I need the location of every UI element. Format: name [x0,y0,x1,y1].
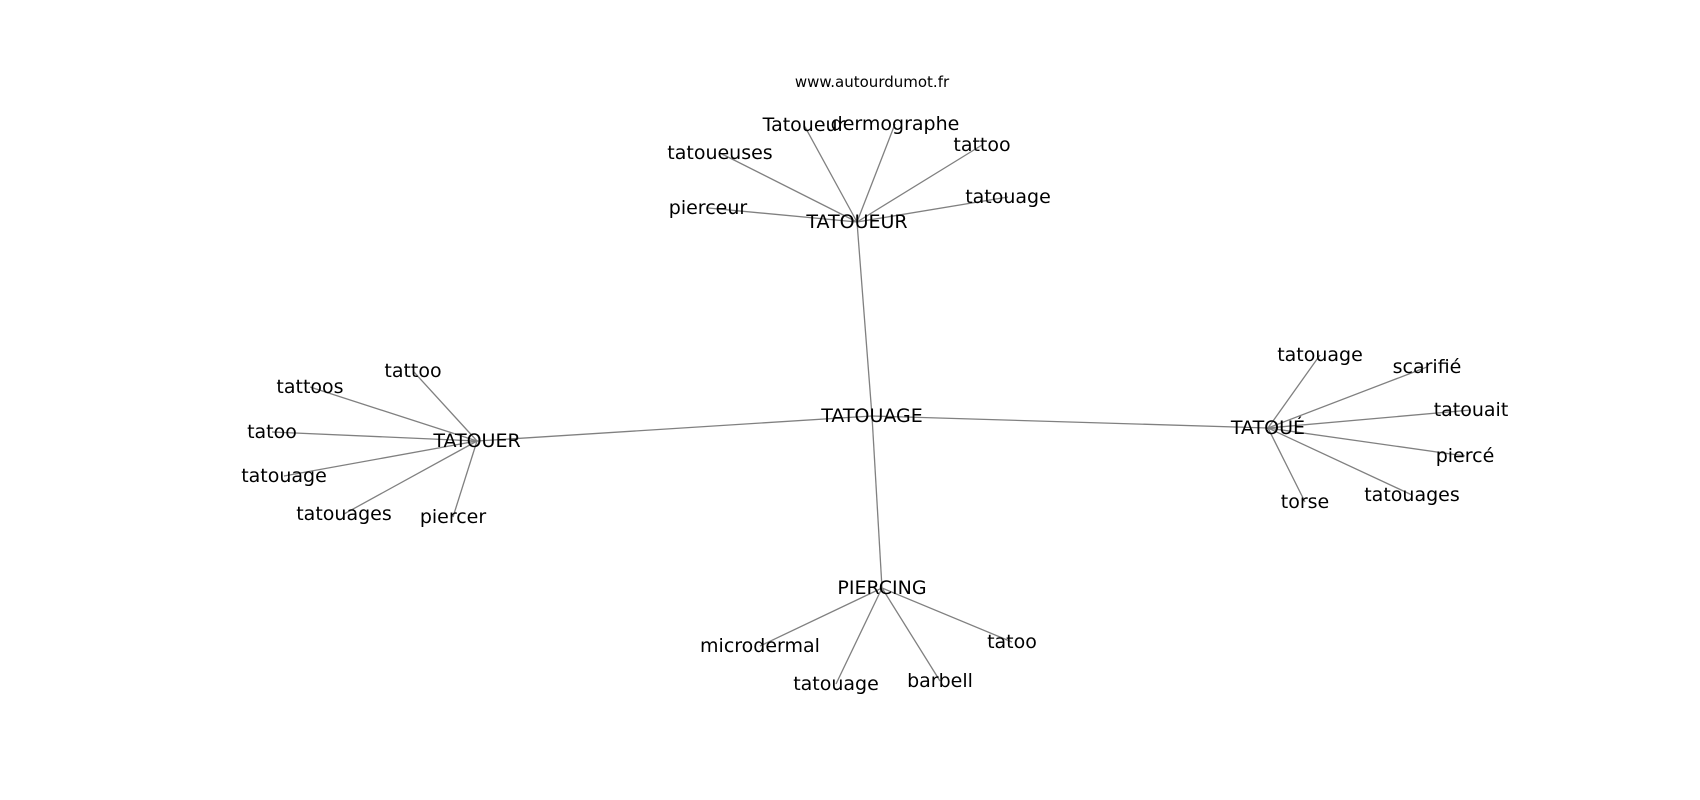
edge-tatouer_h-tr3 [271,431,478,442]
edge-tatoue_h-te2 [1267,366,1428,429]
leaf-node-pi4: barbell [907,670,973,692]
edge-tatouer_h-tr4 [283,440,478,477]
edge-tatoueur_h-tu6 [707,207,858,223]
edge-piercing_h-pi1 [759,587,883,647]
leaf-node-tr4: tatouage [241,465,327,487]
hub-node-tatoue_h: TATOUÉ [1230,416,1305,439]
edge-tatoueur_h-tu2 [856,123,896,223]
edge-piercing_h-pi2 [881,587,1013,643]
leaf-node-tr2: tattoos [276,376,343,398]
labels-layer: TATOUAGE TATOUEUR TATOUER TATOUÉ PIERCING Tat… [241,113,1508,695]
leaf-node-tu1: Tatoueur [762,114,846,136]
leaf-node-tu4: tattoo [953,134,1010,156]
edge-tatoue_h-te3 [1267,409,1472,429]
edge-tatouer_h-tr1 [412,370,478,442]
leaf-node-te1: tatouage [1277,344,1363,366]
leaf-node-te4: piercé [1436,445,1495,467]
hub-node-tatouage_c: TATOUAGE [820,405,923,427]
leaf-node-tr5: tatouages [296,503,392,525]
source-watermark: www.autourdumot.fr [795,73,950,91]
leaf-node-te2: scarifié [1393,356,1462,378]
hub-node-tatoueur_h: TATOUEUR [805,211,907,233]
edge-tatoue_h-te1 [1267,354,1321,429]
leaf-node-tr3: tatoo [247,421,297,443]
edge-tatouage_c-tatoueur_h [856,221,873,417]
leaf-node-pi1: microdermal [700,635,820,657]
leaf-node-tu3: tatoueuses [667,142,772,164]
hub-node-piercing_h: PIERCING [837,577,926,599]
edges-layer [271,123,1472,685]
leaf-node-pi3: tatouage [793,673,879,695]
edge-tatouer_h-tr5 [343,440,478,515]
edge-tatoueur_h-tu1 [803,124,858,223]
leaf-node-te5: tatouages [1364,484,1460,506]
leaf-node-te3: tatouait [1434,399,1509,421]
leaf-node-tu2: dermographe [831,113,960,135]
edge-tatoue_h-te4 [1267,427,1466,457]
edge-tatoue_h-te6 [1267,427,1306,503]
edge-piercing_h-pi3 [835,587,883,685]
edge-piercing_h-pi4 [881,587,941,682]
leaf-node-tu5: tatouage [965,186,1051,208]
edge-tatouer_h-tr6 [452,440,478,518]
edge-tatoue_h-te5 [1267,427,1413,496]
edge-tatoueur_h-tu3 [719,152,858,223]
leaf-node-tu6: pierceur [669,197,748,219]
edge-tatouage_c-tatouer_h [476,415,873,442]
edge-tatouage_c-tatoue_h [871,415,1269,429]
edge-tatoueur_h-tu5 [856,196,1009,223]
edge-tatoueur_h-tu4 [856,144,983,223]
edge-tatouer_h-tr2 [309,386,478,442]
edge-tatouage_c-piercing_h [871,415,883,589]
leaf-node-tr1: tattoo [384,360,441,382]
leaf-node-tr6: piercer [420,506,487,528]
leaf-node-pi2: tatoo [987,631,1037,653]
hub-node-tatouer_h: TATOUER [432,430,520,452]
leaf-node-te6: torse [1281,491,1329,513]
